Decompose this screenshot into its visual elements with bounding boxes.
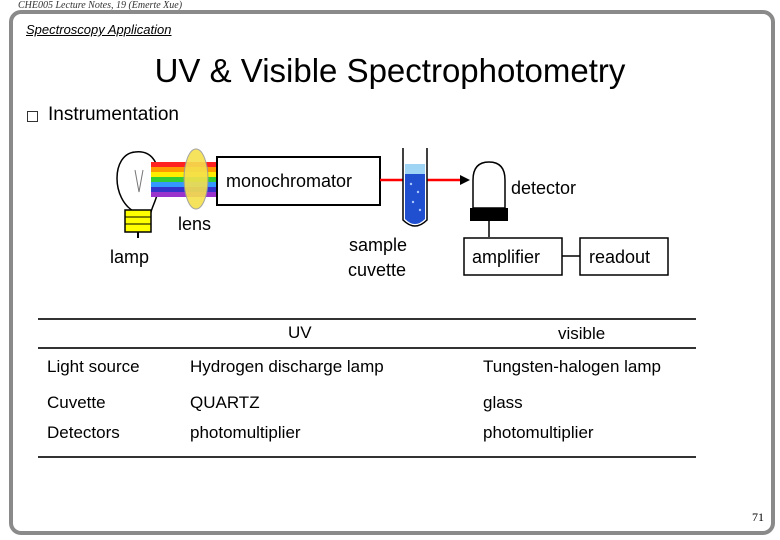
slide-frame: [9, 10, 775, 535]
row-label-light-source: Light source: [47, 357, 140, 376]
lens-icon: [183, 148, 209, 210]
cuvette-label: cuvette: [348, 260, 406, 280]
cell-uv-light-source: Hydrogen discharge lamp: [190, 357, 384, 376]
slide-title: UV & Visible Spectrophotometry: [154, 52, 626, 89]
row-label-cuvette: Cuvette: [47, 393, 106, 412]
row-label-detectors: Detectors: [47, 423, 120, 442]
detector-label: detector: [511, 178, 576, 198]
readout-label: readout: [589, 247, 650, 267]
page-number: 71: [752, 510, 764, 524]
beam-arrow-icon: [460, 175, 470, 185]
table-header-visible: visible: [558, 324, 606, 343]
readout-box: [579, 237, 669, 276]
cuvette-icon: [402, 148, 428, 227]
sample-label: sample: [349, 235, 407, 255]
cell-uv-detectors: photomultiplier: [190, 423, 301, 442]
monochromator-label: monochromator: [226, 171, 352, 191]
instrumentation-diagram: monochromator detector amplifier readout…: [110, 148, 669, 280]
cell-visible-light-source: Tungsten-halogen lamp: [483, 357, 661, 376]
amplifier-box: [463, 237, 563, 276]
bullet-text: Instrumentation: [48, 104, 179, 125]
lens-label: lens: [178, 214, 211, 234]
header-note: CHE005 Lecture Notes, 19 (Emerte Xue): [18, 0, 183, 11]
lamp-icon: [116, 151, 160, 238]
table-header-rule: [38, 347, 696, 349]
bullet-checkbox-icon: [27, 111, 38, 122]
table-header-uv: UV: [288, 323, 312, 342]
cell-uv-cuvette: QUARTZ: [190, 393, 260, 412]
cell-visible-detectors: photomultiplier: [483, 423, 594, 442]
section-heading: Spectroscopy Application: [26, 22, 172, 37]
table-bottom-rule: [38, 456, 696, 458]
cell-visible-cuvette: glass: [483, 393, 523, 412]
detector-icon: [470, 161, 508, 237]
table-top-rule: [38, 318, 696, 320]
amplifier-label: amplifier: [472, 247, 540, 267]
lamp-label: lamp: [110, 247, 149, 267]
